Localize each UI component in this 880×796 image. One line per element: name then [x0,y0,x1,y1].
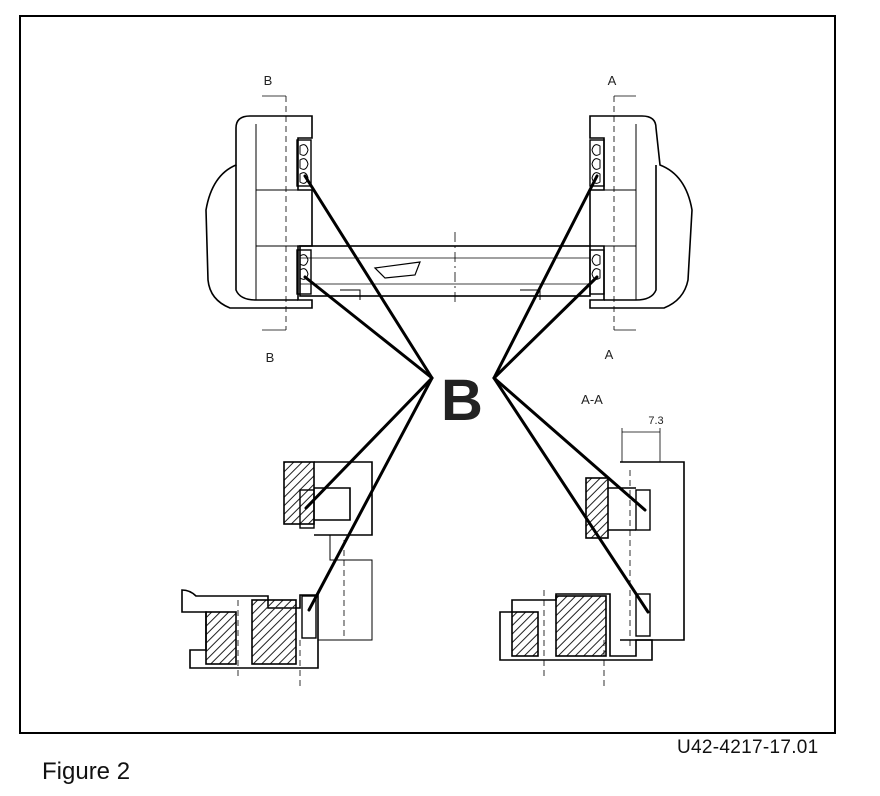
leader-line [492,174,599,380]
section-mark-top-left: B [264,73,273,88]
leader-line [303,174,434,380]
document-code: U42-4217-17.01 [677,737,819,758]
dimension-label: 7.3 [648,415,663,427]
bottom-left-assembly [181,461,373,690]
section-mark-bottom-right: A [605,347,614,362]
section-mark-bottom-left: B [266,350,275,365]
leader-line [303,275,434,380]
section-mark-top-right: A [608,73,617,88]
top-assembly [205,95,693,331]
leader-line [492,376,650,614]
leader-line [307,376,434,612]
leader-line [492,275,599,380]
callout-label: B [441,368,483,433]
leader-line [492,376,647,512]
callout-leaders [303,174,650,614]
section-view-label: A-A [581,392,603,407]
bottom-right-assembly [499,428,685,690]
figure-caption: Figure 2 [42,758,131,785]
leader-line [304,376,434,510]
